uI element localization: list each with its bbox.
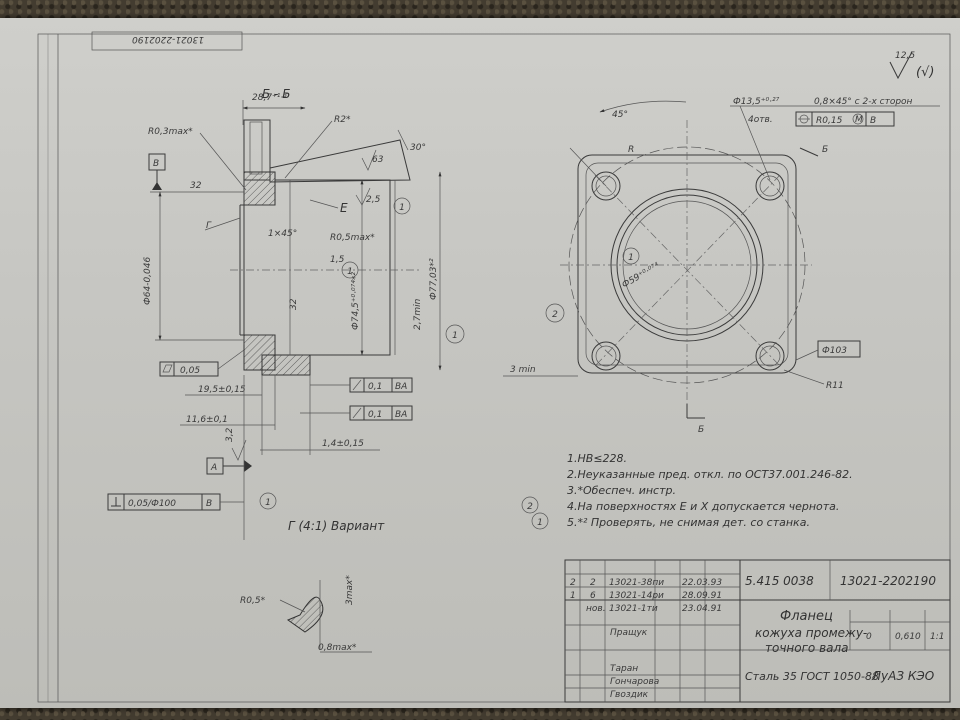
position-datum: В [870, 116, 876, 126]
rev-doc: 13021-14ри [609, 591, 664, 601]
dim-phi64: Ф64-0,046 [143, 257, 153, 305]
detail-r05: R0,5* [240, 596, 266, 606]
section-mark-bottom: Б [698, 425, 704, 435]
dim-14: 1,4±0,15 [322, 439, 364, 449]
rev-count: 6 [590, 591, 596, 601]
scale-value: 1:1 [930, 632, 944, 642]
datum-b-label: В [153, 159, 159, 169]
roughness-symbol: 12,5 (√) [889, 51, 934, 80]
roughness-value: 12,5 [895, 51, 915, 61]
rev-count: нов. [586, 604, 606, 614]
rev-zone: 1 [570, 591, 576, 601]
plan-circle-1: 1 [628, 253, 634, 263]
person-name: Таран [610, 664, 638, 674]
runout-2-datum: ВА [395, 410, 407, 420]
position-m: M [855, 115, 863, 125]
note-5: 5.*² Проверять, не снимая дет. со станка… [567, 516, 810, 529]
rough-63: 63 [372, 155, 384, 165]
material: Сталь 35 ГОСТ 1050-88 [745, 670, 879, 683]
hole-chamfer: 0,8×45° с 2-х сторон [814, 97, 913, 107]
dim-phi103: Ф103 [822, 346, 847, 356]
person-name: Гончарова [610, 677, 659, 687]
note-2: 2.Неуказанные пред. откл. по ОСТ37.001.2… [567, 468, 853, 481]
r-03-label: R0,3max* [148, 127, 193, 137]
dim-195: 19,5±0,15 [198, 385, 246, 395]
person-name: Гвоздик [610, 690, 649, 700]
chamfer-label: 1×45° [268, 229, 297, 239]
runout-1-datum: ВА [395, 382, 407, 392]
runout-1: 0,1 [368, 382, 382, 392]
flat-tol: 0,05 [180, 366, 200, 376]
r-2-label: R2* [334, 115, 351, 125]
rough-32: 3,2 [225, 427, 235, 442]
rev-date: 23.04.91 [682, 604, 722, 614]
dim-15: 1,5 [330, 255, 345, 265]
perp-tol: 0,05/Ф100 [128, 499, 176, 509]
r-05-label: R0,5max* [330, 233, 375, 243]
dim-phi77: Ф77,03*² [429, 258, 439, 300]
section-view: Б - Б 28,7⁺¹·³ R0,3max* R2* 30° 63 2,5 В [107, 87, 465, 540]
notes-marker-2: 2 [527, 502, 533, 512]
technical-notes: 1.НВ≤228. 2.Неуказанные пред. откл. по О… [521, 452, 853, 530]
title-block: 2 2 13021-38пи 22.03.93 1 6 13021-14ри 2… [564, 559, 951, 703]
dim-r11: R11 [826, 381, 844, 391]
mass-letter: 0 [866, 632, 872, 642]
dim-phi59: Ф59⁺⁰·⁰⁷⁴ [621, 261, 662, 290]
rev-date: 22.03.93 [682, 578, 722, 588]
label-r: R [628, 145, 634, 155]
drawing-number: 5.415 0038 [745, 574, 814, 588]
roughness-paren: (√) [916, 65, 934, 80]
detail-title: Г (4:1) Вариант [288, 519, 385, 533]
sheet-frame [37, 33, 951, 703]
angle-45: 45° [612, 110, 628, 120]
position-tol: R0,15 [816, 116, 843, 126]
dim-116: 11,6±0,1 [186, 415, 228, 425]
detail-view: Г (4:1) Вариант R0,5* 3max* 0,8max* [240, 519, 385, 653]
section-label: Б - Б [262, 87, 290, 101]
top-stamp: 13021-2202190 [91, 31, 243, 51]
person-name: Пращук [610, 628, 648, 638]
mass-value: 0,610 [895, 632, 921, 642]
circle-marker: 1 [265, 498, 271, 508]
hole-note: Ф13,5⁺⁰·²⁷ [733, 97, 780, 107]
angle-30: 30° [410, 143, 426, 153]
plan-circle-2: 2 [552, 310, 558, 320]
dim-32: 32 [190, 181, 202, 191]
label-g: Г [206, 221, 212, 231]
dim-32b: 32 [289, 298, 299, 310]
label-e: Е [340, 201, 348, 215]
dim-27min: 2,7min [413, 298, 423, 330]
note-3: 3.*Обеспеч. инстр. [567, 484, 676, 497]
dim-top: 28,7⁺¹·³ [252, 93, 287, 103]
circle-marker: 1 [399, 203, 405, 213]
circle-marker: 1 [347, 267, 353, 277]
dim-phi745: Ф74,5⁺⁰·⁰⁷⁴*² [351, 272, 361, 330]
notes-marker-1: 1 [537, 518, 543, 528]
detail-3max: 3max* [345, 575, 355, 605]
rev-doc: 13021-1ти [609, 604, 658, 614]
hole-count: 4отв. [748, 115, 773, 125]
circle-marker: 1 [452, 331, 458, 341]
note-1: 1.НВ≤228. [567, 452, 627, 465]
part-name-3: точного вала [765, 641, 849, 655]
perp-datum: В [206, 499, 212, 509]
dim-3min: 3 min [510, 365, 536, 375]
part-name-1: Фланец [780, 609, 833, 624]
plan-view: 45° R Ф13,5⁺⁰·²⁷ 0,8×45° с 2-х сторон 4о… [503, 97, 940, 435]
detail-08max: 0,8max* [318, 643, 357, 653]
top-stamp-text: 13021-2202190 [132, 34, 204, 44]
rev-date: 28.09.91 [682, 591, 722, 601]
note-4: 4.На поверхностях Е и Х допускается черн… [567, 500, 839, 513]
rough-25: 2,5 [366, 195, 381, 205]
datum-a-label: А [210, 463, 217, 473]
rev-doc: 13021-38пи [609, 578, 664, 588]
organization: ЛуАЗ КЭО [871, 669, 934, 683]
runout-2: 0,1 [368, 410, 382, 420]
doc-code: 13021-2202190 [840, 574, 936, 588]
rev-count: 2 [590, 578, 596, 588]
rev-zone: 2 [570, 578, 576, 588]
part-name-2: кожуха промежу- [755, 626, 867, 640]
section-mark: Б [822, 145, 828, 155]
